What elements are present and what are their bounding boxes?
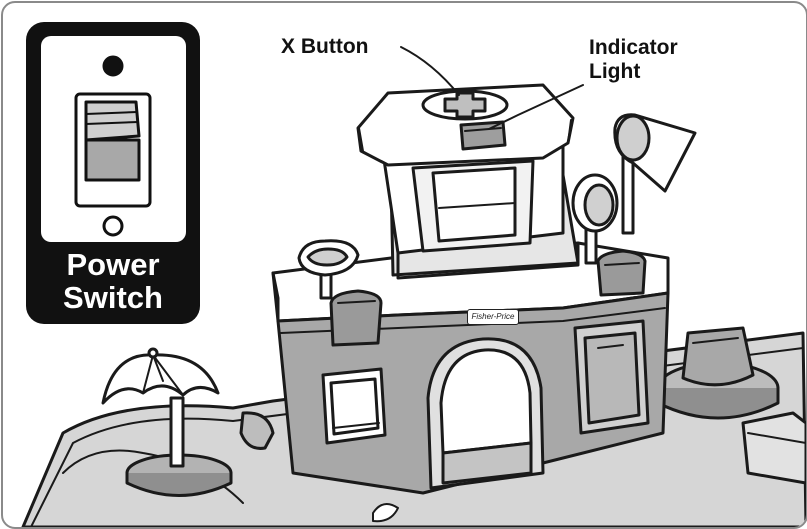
indicator-label-line1: Indicator — [589, 36, 678, 59]
on-indicator-dot — [102, 55, 124, 77]
x-button-leader — [400, 46, 460, 96]
indicator-leader — [488, 84, 584, 130]
x-button-label: X Button — [281, 35, 369, 58]
indicator-label-line2: Light — [589, 60, 641, 83]
binocular-periscope — [297, 239, 360, 300]
small-post — [239, 411, 275, 450]
off-indicator-circle — [102, 215, 124, 237]
main-building — [271, 241, 670, 495]
brand-logo: Fisher-Price — [467, 309, 519, 325]
callout-leaders — [400, 46, 584, 130]
indicator-light-label: Indicator Light — [589, 36, 678, 84]
spotlight — [613, 113, 697, 235]
x-button-shape — [443, 91, 487, 119]
small-figure — [372, 503, 399, 523]
indicator-light-shape — [459, 120, 507, 151]
power-switch-panel: Power Switch — [26, 22, 200, 324]
roof-lights — [329, 249, 647, 347]
satellite-dish — [571, 173, 619, 265]
umbrella-figure — [101, 347, 233, 497]
switch-toggle[interactable] — [84, 100, 141, 142]
switch-plate — [41, 36, 186, 242]
power-switch-label-line1: Power — [66, 247, 160, 282]
control-tower — [356, 83, 580, 280]
side-turret — [656, 326, 806, 485]
power-switch-label-line2: Switch — [63, 280, 163, 315]
playset-illustration — [21, 46, 806, 527]
